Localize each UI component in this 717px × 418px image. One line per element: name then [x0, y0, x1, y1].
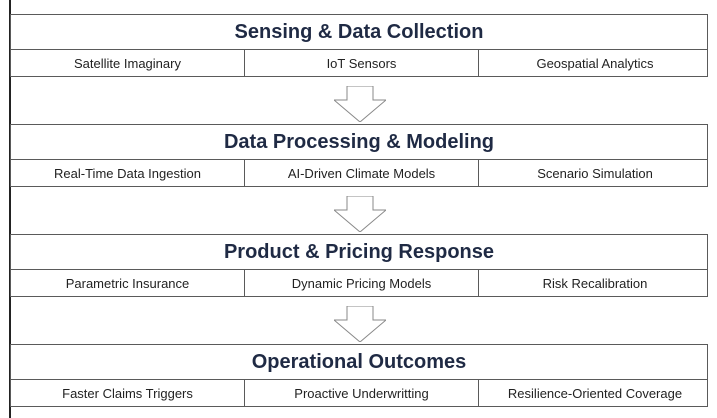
stage-sensing-data-collection: Sensing & Data Collection Satellite Imag…: [10, 14, 708, 77]
stage-data-processing-modeling: Data Processing & Modeling Real-Time Dat…: [10, 124, 708, 187]
stage-item: Geospatial Analytics: [536, 55, 654, 71]
stage-title: Operational Outcomes: [10, 344, 708, 379]
down-arrow-icon: [334, 196, 386, 232]
stage-items-row: Faster Claims Triggers Proactive Underwr…: [10, 379, 708, 407]
stage-items-row: Parametric Insurance Dynamic Pricing Mod…: [10, 269, 708, 297]
down-arrow-icon: [334, 86, 386, 122]
stage-item: IoT Sensors: [245, 50, 479, 76]
stage-item: Scenario Simulation: [537, 165, 653, 181]
stage-title: Sensing & Data Collection: [10, 14, 708, 49]
stage-item: Proactive Underwritting: [245, 380, 479, 406]
stage-item: Faster Claims Triggers: [11, 380, 245, 406]
stage-item: AI-Driven Climate Models: [245, 160, 479, 186]
stage-operational-outcomes: Operational Outcomes Faster Claims Trigg…: [10, 344, 708, 407]
left-border-line: [9, 0, 11, 418]
stage-title: Product & Pricing Response: [10, 234, 708, 269]
stage-item: Risk Recalibration: [542, 275, 648, 291]
stage-product-pricing-response: Product & Pricing Response Parametric In…: [10, 234, 708, 297]
stage-items-row: Satellite Imaginary IoT Sensors Geospati…: [10, 49, 708, 77]
stage-item: Satellite Imaginary: [11, 50, 245, 76]
stage-item: Resilience-Oriented Coverage: [507, 385, 683, 401]
down-arrow-icon: [334, 306, 386, 342]
stage-item: Dynamic Pricing Models: [245, 270, 479, 296]
stage-items-row: Real-Time Data Ingestion AI-Driven Clima…: [10, 159, 708, 187]
stage-item: Real-Time Data Ingestion: [11, 160, 245, 186]
stage-item: Parametric Insurance: [11, 270, 245, 296]
stage-title: Data Processing & Modeling: [10, 124, 708, 159]
